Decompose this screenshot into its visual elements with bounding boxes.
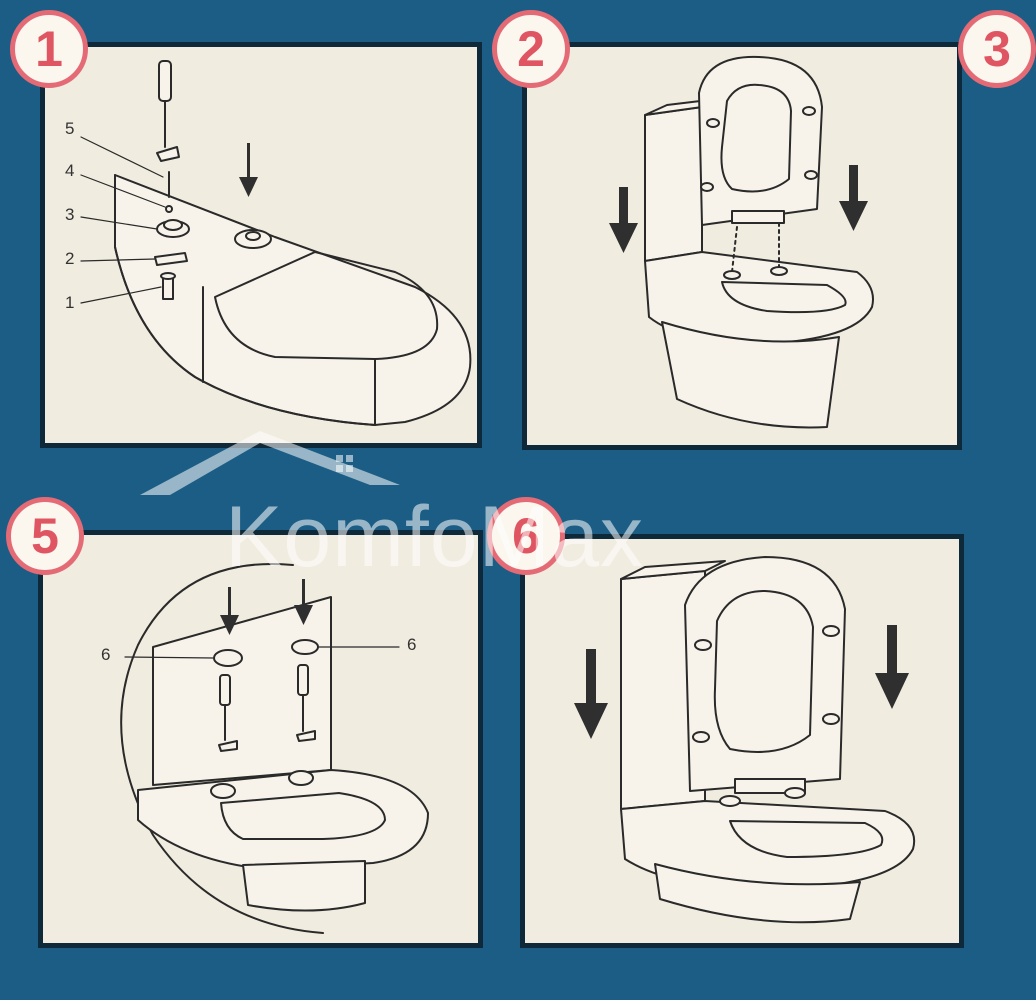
step-5-badge: 5 [6, 497, 84, 575]
step-5-panel: 6 6 [38, 530, 483, 948]
part-label-3: 3 [65, 205, 75, 224]
step-2-panel [522, 42, 962, 450]
step-2-badge: 2 [492, 10, 570, 88]
step-5-illustration [120, 563, 429, 934]
part-label-2: 2 [65, 249, 75, 268]
step-2-illustration [609, 55, 874, 429]
step-1-illustration [80, 60, 472, 426]
part-label-1: 1 [65, 293, 75, 312]
step-6-badge: 6 [487, 497, 565, 575]
step-6-illustration [574, 556, 916, 924]
part-label-4: 4 [65, 161, 75, 180]
watermark-text: KomfoMax [225, 489, 645, 585]
part-label-6-right: 6 [407, 635, 417, 654]
step-1-panel: 5 4 3 2 1 [40, 42, 482, 448]
step-3-badge: 3 [958, 10, 1036, 88]
step-6-panel [520, 534, 964, 948]
watermark-roof-logo [140, 431, 400, 495]
part-label-6-left: 6 [101, 645, 111, 664]
step-1-badge: 1 [10, 10, 88, 88]
part-label-5: 5 [65, 119, 75, 138]
